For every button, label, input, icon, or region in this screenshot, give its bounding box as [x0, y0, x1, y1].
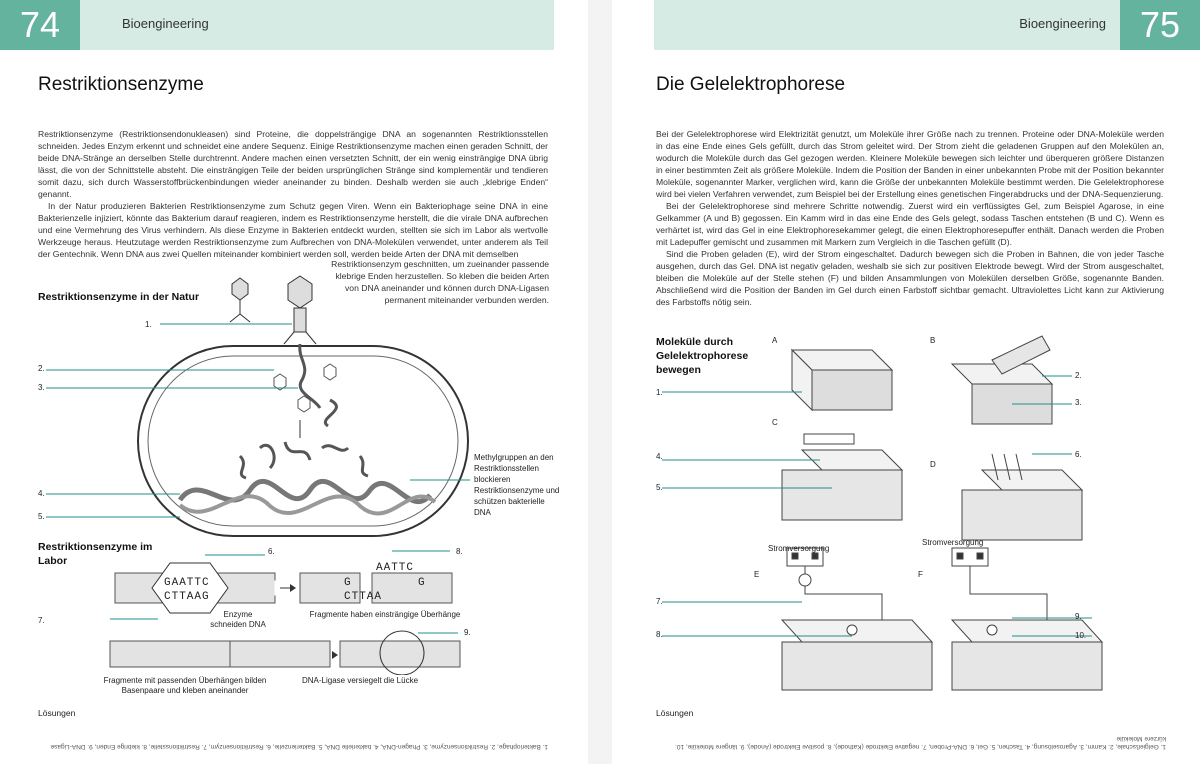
gel-label-5: 5. — [656, 483, 663, 492]
right-running-head: Bioengineering — [1019, 16, 1106, 31]
right-page-number: 75 — [1120, 0, 1200, 50]
caption-cut: Enzyme schneiden DNA — [208, 610, 268, 630]
right-body-text: Bei der Gelelektrophorese wird Elektrizi… — [656, 128, 1164, 308]
fragment-b-g: G — [418, 577, 425, 589]
left-body-text: Restriktionsenzyme (Restriktionsendonukl… — [38, 128, 548, 260]
right-header-bar — [654, 0, 1200, 50]
caption-pairing: Fragmente mit passenden Überhängen bilde… — [100, 676, 270, 696]
gel-tray-b — [952, 336, 1052, 424]
panel-e-letter: E — [754, 570, 759, 579]
bacterium-diagram — [30, 270, 490, 540]
label-7: 7. — [38, 616, 45, 625]
label-9: 9. — [464, 628, 471, 637]
phage-attached-icon — [284, 276, 316, 344]
label-6: 6. — [268, 547, 275, 556]
gel-label-10: 10. — [1075, 631, 1086, 640]
right-paragraph-2: Bei der Gelelektrophorese sind mehrere S… — [656, 200, 1164, 248]
gel-tray-c — [782, 434, 902, 520]
seq-bottom: CTTAAG — [164, 591, 210, 603]
caption-fragments: Fragmente haben einsträngige Überhänge — [300, 610, 470, 620]
power-supply-f — [952, 548, 1047, 620]
right-paragraph-3: Sind die Proben geladen (E), wird der St… — [656, 248, 1164, 308]
gel-label-9: 9. — [1075, 612, 1082, 621]
phage-icon — [230, 278, 250, 322]
panel-b-letter: B — [930, 336, 935, 345]
label-4: 4. — [38, 489, 45, 498]
gel-electrophoresis-diagram — [652, 330, 1182, 700]
gel-label-6: 6. — [1075, 450, 1082, 459]
gel-tray-a — [792, 350, 892, 410]
fragment-b-overhang: CTTAA — [344, 591, 382, 603]
gel-label-7: 7. — [656, 597, 663, 606]
gel-box-e — [782, 620, 932, 690]
label-5: 5. — [38, 512, 45, 521]
gel-label-3: 3. — [1075, 398, 1082, 407]
power-supply-e — [787, 548, 882, 620]
gel-label-8: 8. — [656, 630, 663, 639]
methyl-note: Methylgruppen an den Restriktionsstellen… — [474, 452, 562, 518]
power-supply-label-f: Stromversorgung — [922, 538, 983, 547]
right-paragraph-1: Bei der Gelelektrophorese wird Elektrizi… — [656, 128, 1164, 200]
label-3: 3. — [38, 383, 45, 392]
left-paragraph-2: In der Natur produzieren Bakterien Restr… — [38, 200, 548, 260]
panel-f-letter: F — [918, 570, 923, 579]
left-solutions-text: 1. Bakteriophage, 2. Restriktionsenzyme,… — [38, 722, 548, 750]
book-gutter — [588, 0, 612, 764]
left-header-bar — [8, 0, 554, 50]
left-solutions-heading: Lösungen — [38, 708, 75, 718]
panel-a-letter: A — [772, 336, 777, 345]
power-supply-label-e: Stromversorgung — [768, 544, 829, 553]
label-2: 2. — [38, 364, 45, 373]
fragment-a-g: G — [344, 577, 351, 589]
left-page: 74 Bioengineering Restriktionsenzyme Res… — [0, 0, 588, 764]
gel-label-2: 2. — [1075, 371, 1082, 380]
right-solutions-heading: Lösungen — [656, 708, 693, 718]
seq-top: GAATTC — [164, 577, 210, 589]
gel-label-4: 4. — [656, 452, 663, 461]
panel-c-letter: C — [772, 418, 778, 427]
left-running-head: Bioengineering — [122, 16, 209, 31]
panel-d-letter: D — [930, 460, 936, 469]
left-page-title: Restriktionsenzyme — [38, 74, 204, 96]
gel-tray-d — [962, 454, 1082, 540]
right-page-title: Die Gelelektrophorese — [656, 74, 845, 96]
right-page: 75 Bioengineering Die Gelelektrophorese … — [612, 0, 1200, 764]
fragment-a-overhang: AATTC — [376, 562, 414, 574]
gel-label-1: 1. — [656, 388, 663, 397]
left-page-number: 74 — [0, 0, 80, 50]
label-1: 1. — [145, 320, 152, 329]
caption-ligase: DNA-Ligase versiegelt die Lücke — [300, 676, 420, 686]
right-solutions-text: 1. Gelgießschale, 2. Kamm, 3. Agaroselös… — [656, 722, 1166, 750]
left-paragraph-1: Restriktionsenzyme (Restriktionsendonukl… — [38, 128, 548, 200]
label-8: 8. — [456, 547, 463, 556]
